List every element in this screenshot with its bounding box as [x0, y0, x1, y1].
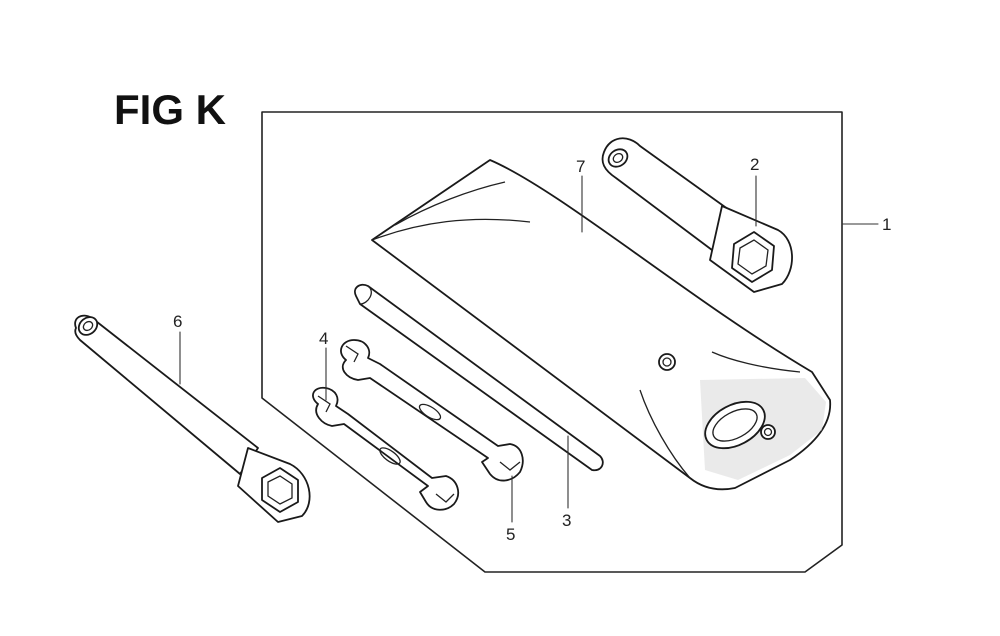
tool-bag [371, 159, 832, 491]
callout-1: 1 [882, 215, 891, 234]
box-wrench-small [601, 137, 793, 293]
callout-5: 5 [506, 525, 515, 544]
callout-3: 3 [562, 511, 571, 530]
callout-7: 7 [576, 157, 585, 176]
callout-2: 2 [750, 155, 759, 174]
assembly-outline [261, 111, 843, 573]
callout-4: 4 [319, 329, 328, 348]
box-wrench-large [74, 314, 311, 523]
callout-6: 6 [173, 312, 182, 331]
open-end-wrench-upper [340, 339, 524, 482]
handle-rod [354, 283, 604, 472]
figure-title: FIG K [114, 86, 226, 133]
